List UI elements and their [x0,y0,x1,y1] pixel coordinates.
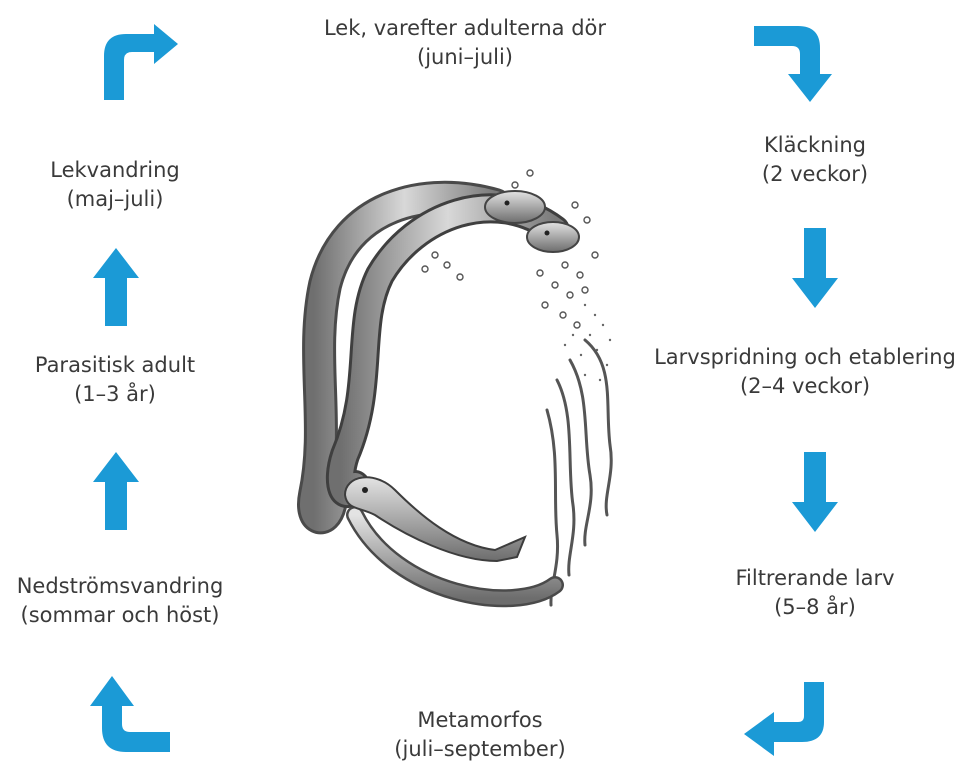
stage-larva-name: Filtrerande larv [705,564,925,593]
stage-hatching-period: (2 veckor) [715,160,915,189]
stage-parasitic-name: Parasitisk adult [15,351,215,380]
curved-arrow-down-icon [752,22,836,106]
arrow-down-icon [790,450,840,534]
arrow-down-icon [790,226,840,310]
stage-parasitic: Parasitisk adult (1–3 år) [15,351,215,409]
stage-spawning: Lek, varefter adulterna dör (juni–juli) [300,14,630,72]
stage-parasitic-period: (1–3 år) [15,380,215,409]
stage-spawning-name: Lek, varefter adulterna dör [300,14,630,43]
stage-dispersal: Larvspridning och etablering (2–4 veckor… [642,343,968,401]
stage-metamorphosis-name: Metamorfos [365,706,595,735]
stage-migration-name: Lekvandring [15,156,215,185]
stage-downstream-period: (sommar och höst) [0,601,240,630]
stage-dispersal-name: Larvspridning och etablering [642,343,968,372]
stage-spawning-period: (juni–juli) [300,43,630,72]
lamprey-life-cycle-illustration [285,165,645,625]
arrow-up-icon [91,450,141,532]
arrow-up-icon [91,246,141,328]
stage-metamorphosis: Metamorfos (juli–september) [365,706,595,764]
curved-arrow-up-icon [88,672,174,756]
curved-arrow-right-icon [98,20,182,104]
stage-hatching-name: Kläckning [715,131,915,160]
stage-larva-period: (5–8 år) [705,593,925,622]
stage-hatching: Kläckning (2 veckor) [715,131,915,189]
stage-dispersal-period: (2–4 veckor) [642,372,968,401]
stage-migration-period: (maj–juli) [15,185,215,214]
stage-downstream: Nedströmsvandring (sommar och höst) [0,572,240,630]
curved-arrow-left-icon [740,680,830,760]
stage-downstream-name: Nedströmsvandring [0,572,240,601]
stage-larva: Filtrerande larv (5–8 år) [705,564,925,622]
stage-migration: Lekvandring (maj–juli) [15,156,215,214]
